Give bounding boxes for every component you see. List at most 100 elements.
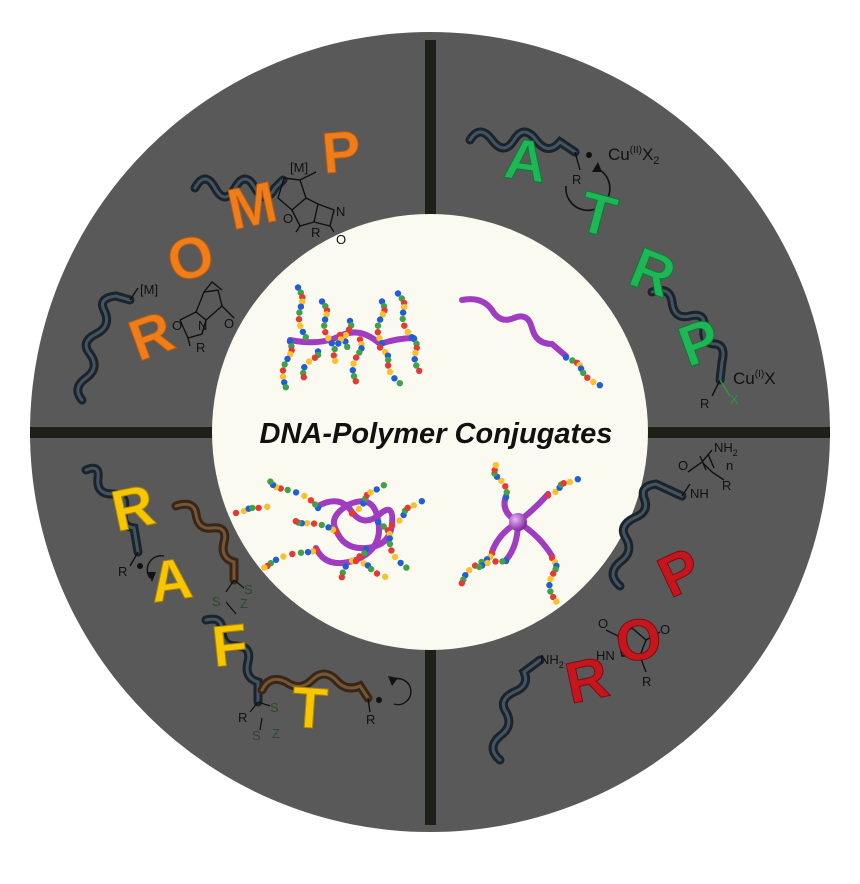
dna-bead — [386, 540, 394, 548]
dna-bead — [304, 548, 312, 556]
atrp-x-label-bottom: X — [730, 392, 739, 407]
dna-bead — [562, 354, 570, 361]
dna-bead — [309, 548, 316, 555]
romp-o-label-3: O — [172, 318, 182, 333]
atrp-cycle-arrow — [565, 169, 611, 212]
romp-r-label-left: R — [196, 340, 205, 355]
dna-bead — [546, 581, 553, 589]
dna-bead — [342, 331, 350, 339]
dna-bead — [374, 518, 382, 526]
dna-bead — [321, 316, 329, 323]
dna-bead — [264, 503, 271, 510]
dna-bead — [318, 521, 325, 529]
dna-bead — [584, 374, 591, 381]
dna-bead — [590, 378, 597, 386]
dna-bead — [476, 563, 483, 570]
dna-bead — [376, 335, 383, 342]
dna-bead — [356, 553, 363, 560]
dna-bead — [550, 593, 557, 601]
dna-bead — [553, 598, 560, 605]
romp-monomer-structure-left — [129, 281, 235, 347]
linear-conjugate-illustration — [459, 296, 603, 389]
dna-bead — [310, 520, 318, 527]
dna-bead — [282, 384, 289, 391]
raft-s-label-4: S — [252, 728, 261, 743]
dna-bead — [279, 367, 287, 374]
dna-bead — [295, 316, 303, 323]
dna-bead — [332, 357, 339, 364]
dna-bead — [294, 284, 302, 291]
linear-dna-strand — [562, 354, 603, 389]
dna-bead — [379, 311, 386, 318]
dna-bead — [411, 356, 418, 363]
dna-bead — [503, 489, 510, 496]
dna-bead — [335, 340, 342, 347]
dna-bead — [342, 563, 349, 570]
dna-bead — [299, 298, 306, 305]
raft-quadrant: R S S Z R S S Z R R A F T — [81, 463, 412, 743]
raft-letter-f: F — [209, 612, 251, 680]
dna-bead — [552, 488, 559, 496]
dna-bead — [399, 315, 406, 323]
dna-bead — [292, 489, 300, 496]
star-conjugate-illustration — [458, 462, 581, 605]
atrp-r-label-bottom: R — [700, 396, 709, 411]
raft-r-label-left: R — [118, 564, 127, 579]
atrp-letter-a: A — [501, 126, 552, 196]
dna-bead — [544, 492, 552, 499]
dna-bead — [360, 500, 367, 507]
romp-metal-label-top: [M] — [290, 160, 308, 175]
raft-r-label-mid: R — [238, 710, 247, 725]
dna-bead — [325, 524, 332, 531]
dna-bead — [300, 374, 307, 381]
dna-bead — [560, 480, 567, 487]
dna-bead — [312, 501, 319, 508]
dna-bead — [547, 588, 554, 595]
romp-r-label-top: R — [311, 225, 320, 240]
dna-bead — [391, 375, 398, 382]
romp-n-label-1: N — [336, 204, 345, 219]
dna-bead — [297, 322, 304, 329]
dna-bead — [492, 558, 499, 565]
atrp-copper-label-top: Cu(II)X2 — [608, 145, 659, 167]
romp-o-label-4: O — [224, 316, 234, 331]
rop-nh2-label-top: NH2 — [714, 440, 738, 458]
raft-trithiocarbonate-top — [225, 579, 245, 615]
dna-bead — [388, 547, 395, 554]
dna-bead — [352, 354, 360, 361]
dna-bead — [267, 478, 274, 485]
dna-bead — [323, 311, 330, 318]
dna-bead — [302, 334, 309, 341]
rop-o-label-3: O — [660, 622, 670, 637]
dna-bead — [297, 303, 305, 310]
rop-letter-o: O — [612, 605, 666, 676]
raft-s-label-2: S — [212, 594, 221, 609]
rop-n-label: n — [726, 458, 733, 473]
dna-bead — [272, 556, 280, 563]
dna-bead — [255, 504, 262, 512]
dna-bead — [311, 354, 319, 361]
dna-bead — [330, 352, 337, 359]
dna-bead — [350, 360, 357, 367]
romp-metal-label-left: [M] — [140, 282, 158, 297]
dna-bead — [499, 558, 506, 565]
dna-bead — [394, 290, 402, 297]
star-dna-strands — [458, 462, 581, 605]
comb-dna-strands — [279, 284, 423, 391]
dna-bead — [498, 477, 505, 484]
romp-monomer-structure-top — [277, 171, 335, 233]
dna-bead — [373, 570, 381, 577]
dna-bead — [376, 344, 384, 351]
raft-z-label-2: Z — [272, 726, 280, 741]
dna-bead — [292, 518, 299, 525]
micelle-conjugate-illustration — [232, 478, 425, 581]
dna-bead — [580, 369, 587, 377]
raft-trithiocarbonate-bottom — [249, 701, 271, 731]
dna-bead — [374, 322, 382, 329]
dna-bead — [345, 326, 353, 333]
dna-bead — [361, 550, 368, 557]
rop-nh-label: NH — [690, 486, 709, 501]
dna-bead — [412, 349, 419, 357]
romp-quadrant: [M] O N O R [M] O N O R R O M P — [73, 118, 364, 405]
